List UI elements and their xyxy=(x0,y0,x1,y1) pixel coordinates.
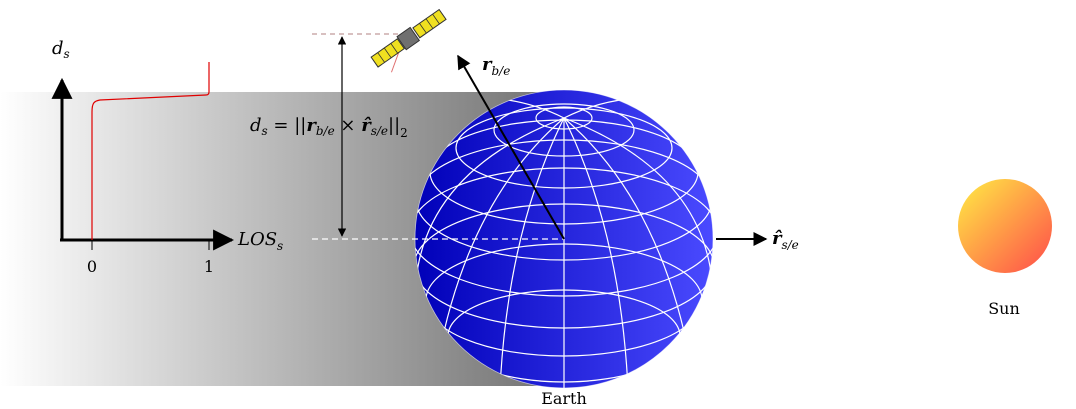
sun-label: Sun xyxy=(988,299,1020,318)
plot-x-axis-label: LOSs xyxy=(237,229,283,253)
tick-one-label: 1 xyxy=(204,257,214,276)
vector-r-be-label: rb/e xyxy=(482,54,510,78)
satellite-icon xyxy=(370,8,447,73)
vector-r-se-label: r̂s/e xyxy=(772,228,799,252)
plot-y-axis-label: ds xyxy=(52,38,70,61)
sun xyxy=(958,179,1052,273)
earth-label: Earth xyxy=(541,389,587,408)
distance-equation: ds = ||rb/e × r̂s/e||2 xyxy=(250,115,408,140)
longitude-line xyxy=(415,117,565,281)
longitude-line xyxy=(499,117,565,388)
longitude-line xyxy=(563,117,691,361)
shadow-function-curve xyxy=(91,62,210,240)
satellite-body xyxy=(396,26,421,51)
longitude-line xyxy=(437,117,565,361)
longitude-line xyxy=(563,117,713,281)
shadow-function-plot: 0 1 ds LOSs xyxy=(51,38,283,276)
vector-r-be-arrow xyxy=(457,54,565,240)
tick-zero-label: 0 xyxy=(87,257,97,276)
longitude-line xyxy=(563,117,629,388)
